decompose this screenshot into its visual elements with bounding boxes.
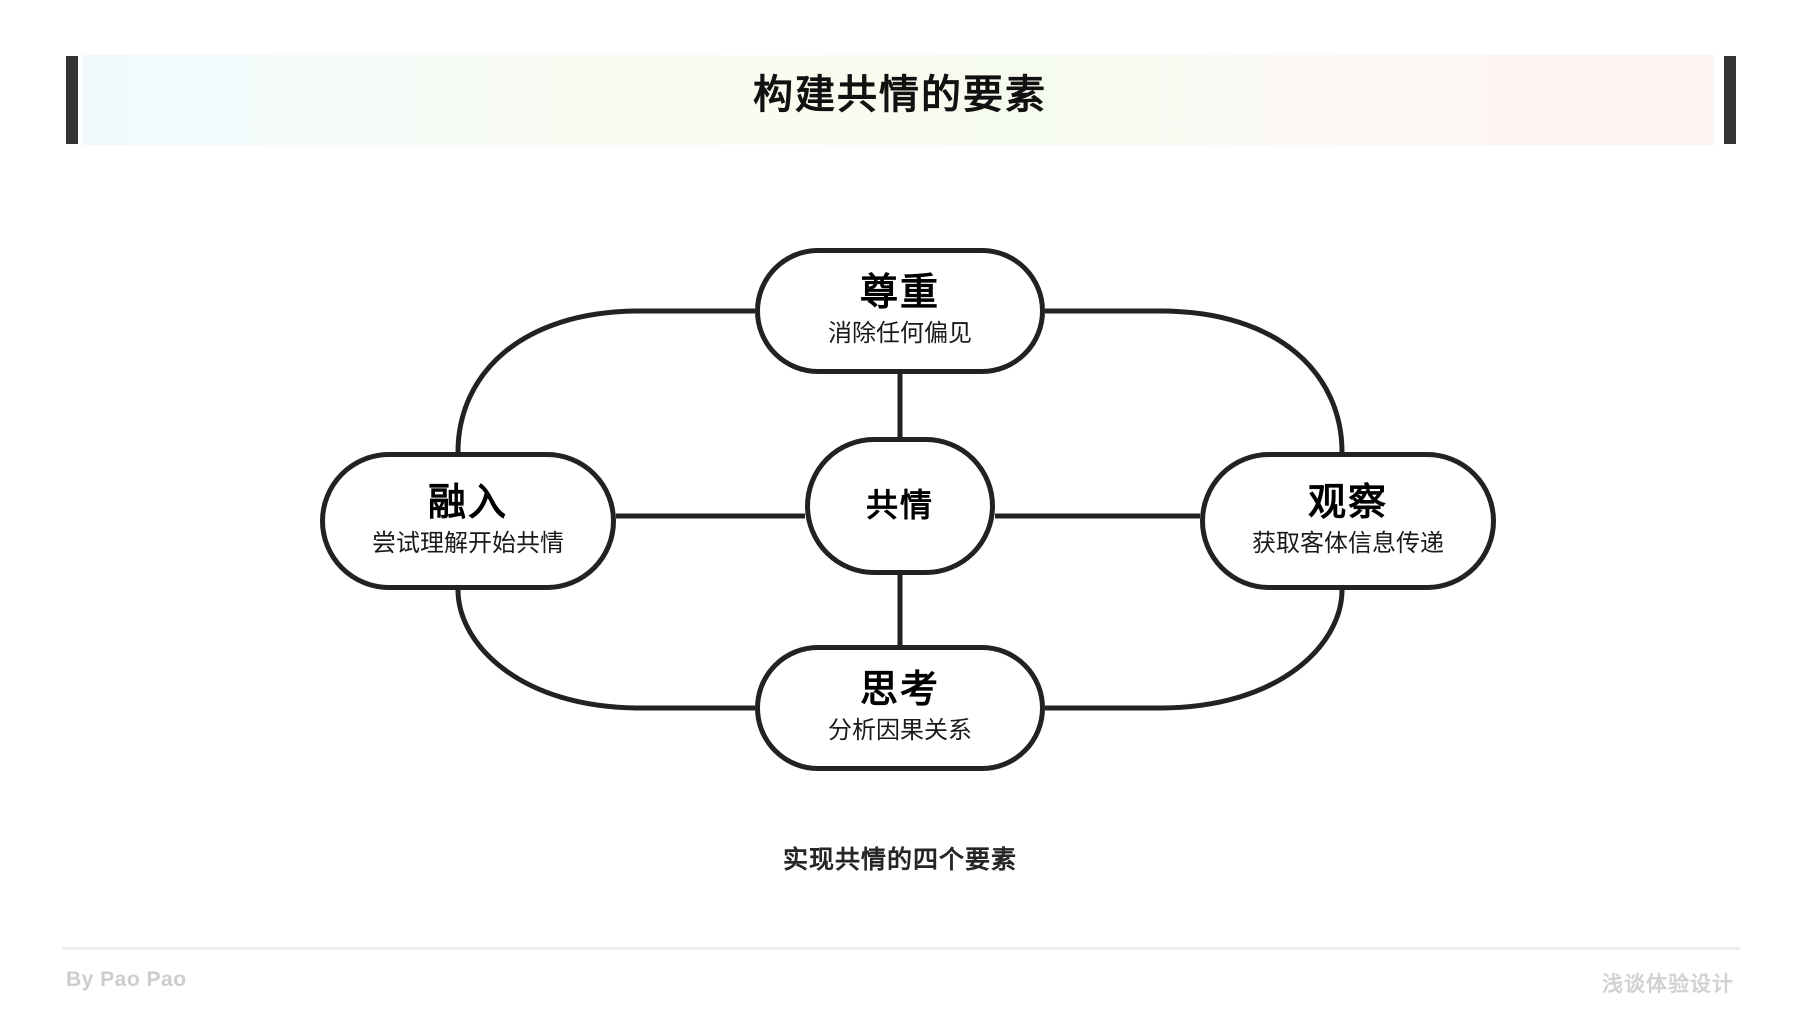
node-observe-title: 观察: [1307, 481, 1388, 524]
connector-top-right: [1045, 308, 1345, 453]
footer-divider: [62, 947, 1740, 950]
node-observe-subtitle: 获取客体信息传递: [1252, 529, 1444, 557]
header-rule-left: [66, 56, 78, 144]
node-integrate-title: 融入: [427, 481, 508, 524]
node-observe[interactable]: 观察 获取客体信息传递: [1200, 452, 1496, 590]
header-gradient-band: [82, 55, 1714, 145]
node-think[interactable]: 思考 分析因果关系: [755, 645, 1045, 771]
footer-author: By Pao Pao: [66, 968, 187, 991]
node-integrate[interactable]: 融入 尝试理解开始共情: [320, 452, 616, 590]
node-think-title: 思考: [859, 668, 940, 711]
footer-series: 浅谈体验设计: [1602, 973, 1734, 996]
node-respect[interactable]: 尊重 消除任何偏见: [755, 248, 1045, 374]
connector-lines: [455, 308, 1345, 711]
header-rule-right: [1724, 56, 1736, 144]
node-empathy-center[interactable]: 共情: [805, 437, 995, 575]
page-title: 构建共情的要素: [753, 73, 1047, 117]
slide-header: 构建共情的要素: [0, 0, 1800, 150]
connector-top-left: [455, 308, 755, 453]
slide-footer: By Pao Pao 浅谈体验设计: [0, 940, 1800, 1012]
node-think-subtitle: 分析因果关系: [828, 716, 972, 744]
connector-bottom-right: [1045, 589, 1345, 711]
empathy-diagram: 尊重 消除任何偏见 观察 获取客体信息传递 思考 分析因果关系 融入 尝试理解开…: [0, 150, 1800, 880]
node-integrate-subtitle: 尝试理解开始共情: [372, 529, 564, 557]
node-respect-subtitle: 消除任何偏见: [828, 319, 972, 347]
node-empathy-title: 共情: [865, 487, 934, 524]
diagram-caption: 实现共情的四个要素: [782, 846, 1017, 874]
connector-bottom-left: [455, 589, 755, 711]
node-respect-title: 尊重: [859, 271, 940, 314]
